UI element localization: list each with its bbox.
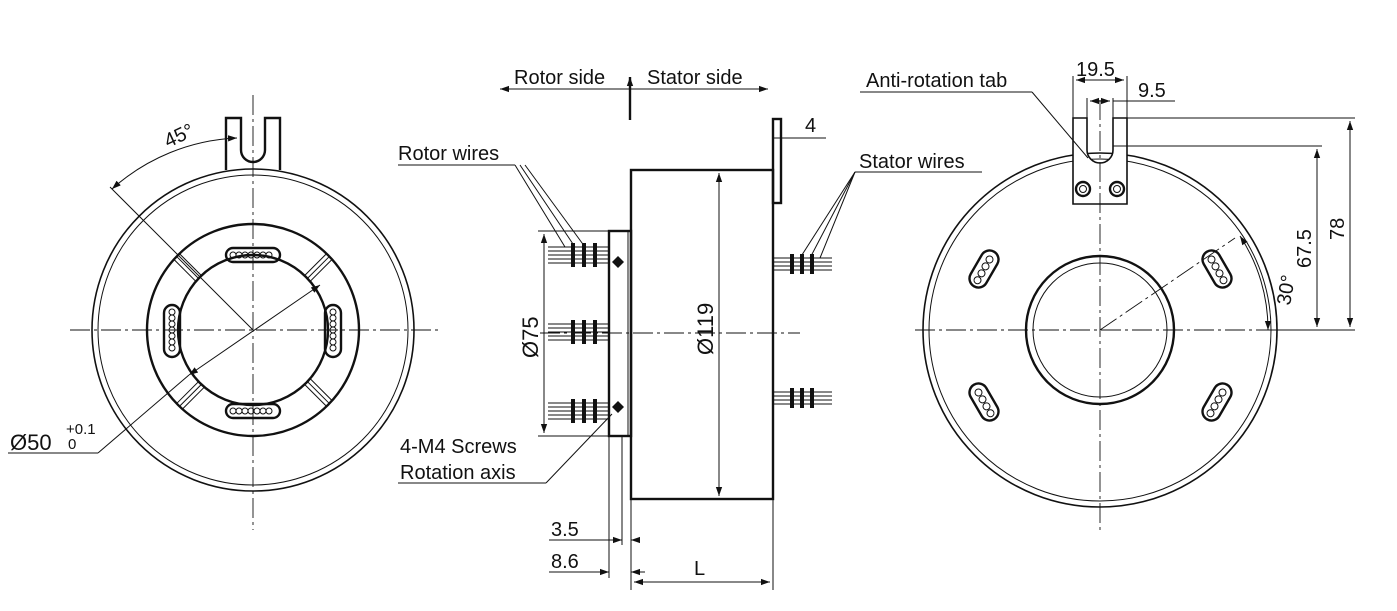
dim-67-5: 67.5 bbox=[1294, 229, 1316, 268]
screw-mark-top bbox=[612, 256, 624, 268]
rotor-side-label: Rotor side bbox=[514, 67, 605, 89]
side-view: Rotor side Stator side bbox=[398, 67, 982, 590]
left-bore-tol-lower: 0 bbox=[68, 436, 76, 453]
stator-side-label: Stator side bbox=[647, 67, 743, 89]
stator-face-view: 30° Anti-rotation tab 19.5 9.5 78 67.5 bbox=[860, 59, 1355, 530]
dim-tab-thickness: 4 bbox=[805, 115, 816, 137]
rotor-face-view: 45° Ø50 +0.1 0 bbox=[8, 95, 440, 530]
dim-tab-width: 19.5 bbox=[1076, 59, 1115, 81]
screw-mark-bottom bbox=[612, 401, 624, 413]
stator-wire-bundles bbox=[773, 254, 832, 408]
rotor-wires-label: Rotor wires bbox=[398, 143, 499, 165]
rotor-wire-bundles bbox=[548, 243, 609, 423]
dim-slot-width: 9.5 bbox=[1138, 80, 1166, 102]
screws-label: 4-M4 Screws bbox=[400, 436, 517, 458]
left-screw-marks bbox=[174, 253, 332, 409]
rotor-flange bbox=[607, 229, 633, 438]
left-bore-tol-upper: +0.1 bbox=[66, 421, 96, 438]
dim-body-dia: Ø119 bbox=[693, 303, 718, 355]
right-wire-slots bbox=[968, 249, 1233, 422]
left-bore-label: Ø50 bbox=[10, 430, 52, 455]
dim-length: L bbox=[694, 558, 705, 580]
side-tab bbox=[771, 117, 783, 205]
right-angle-label: 30° bbox=[1273, 273, 1300, 307]
dim-3-5: 3.5 bbox=[551, 519, 579, 541]
dim-flange-dia: Ø75 bbox=[518, 316, 543, 358]
left-angle-label: 45° bbox=[161, 120, 198, 153]
stator-wires-label: Stator wires bbox=[859, 151, 965, 173]
rotation-axis-label: Rotation axis bbox=[400, 462, 516, 484]
dim-78: 78 bbox=[1327, 218, 1349, 240]
anti-rotation-tab-label: Anti-rotation tab bbox=[866, 70, 1007, 92]
dim-8-6: 8.6 bbox=[551, 551, 579, 573]
